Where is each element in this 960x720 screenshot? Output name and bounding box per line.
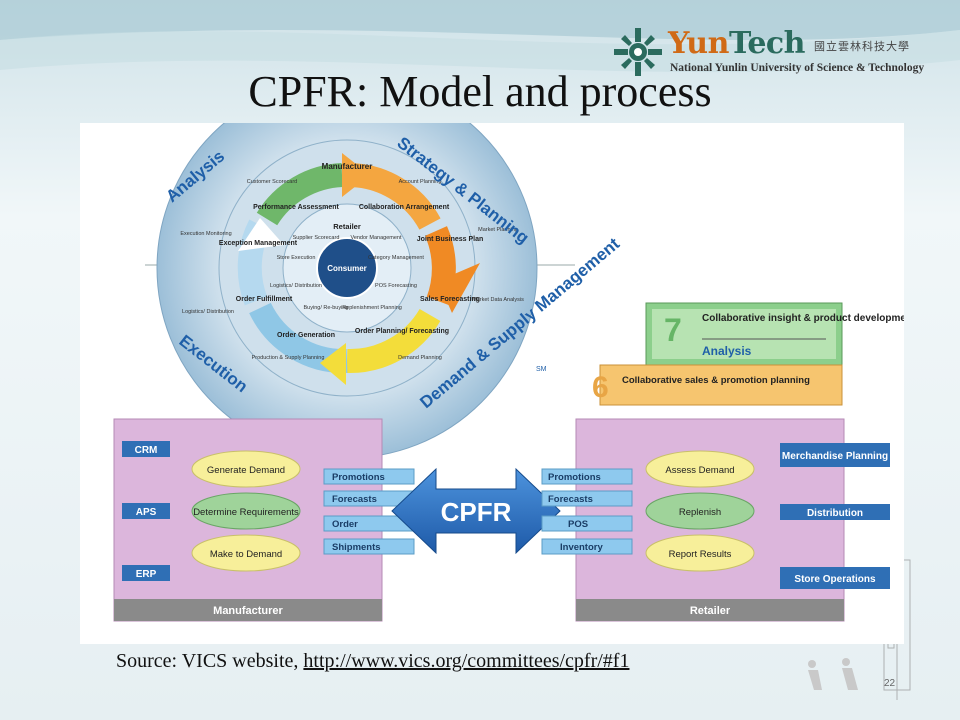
forecasting-arrow — [346, 308, 441, 374]
manufacturer-flows: Promotions Forecasts Order Shipments — [323, 468, 415, 555]
logo-subtitle: National Yunlin University of Science & … — [670, 62, 925, 74]
source-citation: Source: VICS website, http://www.vics.or… — [116, 650, 629, 673]
inner-activity-label: Vendor Management — [350, 235, 402, 241]
assessment-arrow — [256, 163, 343, 226]
consumer-center — [316, 237, 378, 299]
manufacturer-footer-label: Manufacturer — [213, 605, 283, 617]
function-label: Determine Requirements — [193, 507, 299, 518]
cpfr-figure-svg: Consumer Manufacturer Retailer Performan… — [113, 123, 904, 622]
outer-activity-label: Production & Supply Planning — [252, 355, 325, 361]
outer-activity-label: Market Planning — [478, 227, 518, 233]
step7-number: 7 — [664, 312, 682, 348]
outer-activity-label: Market Data Analysis — [472, 297, 524, 303]
inner-activity-label: Buying/ Re-buying — [304, 305, 349, 311]
function-label: Replenish — [679, 507, 721, 518]
system-label: Distribution — [807, 508, 863, 519]
system-label: ERP — [136, 569, 157, 580]
slide-title: CPFR: Model and process — [248, 67, 712, 116]
yuntech-logo: YunTech 國立雲林科技大學 National Yunlin Univers… — [612, 24, 942, 80]
arrow-label: Collaboration Arrangement — [359, 204, 450, 211]
consumer-label: Consumer — [327, 264, 367, 273]
arrow-label: Order Generation — [277, 332, 335, 339]
inner-activity-label: Store Execution — [277, 255, 316, 261]
page-number: 22 — [884, 678, 896, 689]
arrow-label: Joint Business Plan — [417, 236, 484, 243]
step6-card — [599, 364, 843, 406]
flow-label: Forecasts — [332, 494, 377, 505]
step6-label: Collaborative sales & promotion planning — [622, 375, 810, 386]
source-prefix: Source: VICS website, — [116, 650, 304, 672]
system-label: APS — [136, 507, 157, 518]
outer-activity-label: Execution Monitoring — [180, 231, 231, 237]
cpfr-arrow-label: CPFR — [441, 497, 512, 527]
step7-label: Collaborative insight & product developm… — [702, 313, 904, 324]
function-label: Generate Demand — [207, 465, 285, 476]
cpfr-double-arrow — [391, 467, 561, 555]
arrow-label: Sales Forecasting — [420, 296, 480, 303]
cpfr-process-diagram: Manufacturer CRM APS ERP Generate Demand… — [113, 418, 890, 622]
retailer-flows: Promotions Forecasts POS Inventory — [541, 468, 633, 555]
step7-analysis-label: Analysis — [702, 344, 752, 358]
manufacturer-systems: CRM APS ERP — [122, 441, 170, 581]
step6-number: 6 — [592, 371, 609, 404]
cpfr-cycle-diagram: Consumer Manufacturer Retailer Performan… — [145, 123, 623, 459]
logo-chinese-name: 國立雲林科技大學 — [814, 40, 910, 53]
manufacturer-functions: Generate Demand Determine Requirements M… — [191, 450, 301, 572]
retailer-footer — [576, 599, 844, 621]
cpfr-steps-cards: 7 Collaborative insight & product develo… — [592, 302, 904, 406]
retailer-footer-label: Retailer — [690, 605, 731, 617]
logo-wordmark: YunTech — [668, 26, 805, 61]
flow-label: Inventory — [560, 542, 603, 553]
arrow-label: Performance Assessment — [253, 204, 339, 211]
inner-activity-label: POS Forecasting — [375, 283, 417, 289]
inner-activity-label: Logistics/ Distribution — [270, 283, 322, 289]
manufacturer-role-label: Manufacturer — [322, 162, 373, 171]
arrow-label: Exception Management — [219, 240, 298, 247]
retailer-functions: Assess Demand Replenish Report Results — [645, 450, 755, 572]
service-mark: SM — [536, 366, 547, 373]
flow-label: POS — [568, 519, 588, 530]
function-label: Report Results — [669, 549, 732, 560]
manufacturer-footer — [114, 599, 382, 621]
cpfr-figure: Consumer Manufacturer Retailer Performan… — [80, 123, 904, 644]
system-label: Store Operations — [794, 574, 876, 585]
arrow-label: Order Fulfillment — [236, 296, 293, 303]
function-label: Assess Demand — [665, 465, 734, 476]
source-link[interactable]: http://www.vics.org/committees/cpfr/#f1 — [303, 650, 630, 672]
yuntech-emblem-icon — [614, 28, 662, 76]
flow-label: Promotions — [332, 472, 385, 483]
system-label: Merchandise Planning — [782, 451, 888, 462]
function-label: Make to Demand — [210, 549, 282, 560]
flow-label: Order — [332, 519, 358, 530]
arrow-label: Order Planning/ Forecasting — [355, 328, 449, 335]
outer-activity-label: Demand Planning — [398, 355, 442, 361]
runner-silhouettes — [808, 658, 858, 690]
flow-label: Promotions — [548, 472, 601, 483]
retailer-systems: Merchandise Planning Distribution Store … — [780, 443, 890, 589]
flow-label: Forecasts — [548, 494, 593, 505]
flow-label: Shipments — [332, 542, 381, 553]
inner-activity-label: Category Management — [368, 255, 424, 261]
inner-activity-label: Replenishment Planning — [342, 305, 402, 311]
outer-activity-label: Customer Scorecard — [247, 179, 297, 185]
outer-activity-label: Logistics/ Distribution — [182, 309, 234, 315]
system-label: CRM — [135, 445, 158, 456]
inner-activity-label: Supplier Scorecard — [293, 235, 340, 241]
retailer-role-label: Retailer — [333, 222, 361, 231]
outer-activity-label: Account Planning — [399, 179, 442, 185]
planning-arrow — [424, 226, 456, 306]
